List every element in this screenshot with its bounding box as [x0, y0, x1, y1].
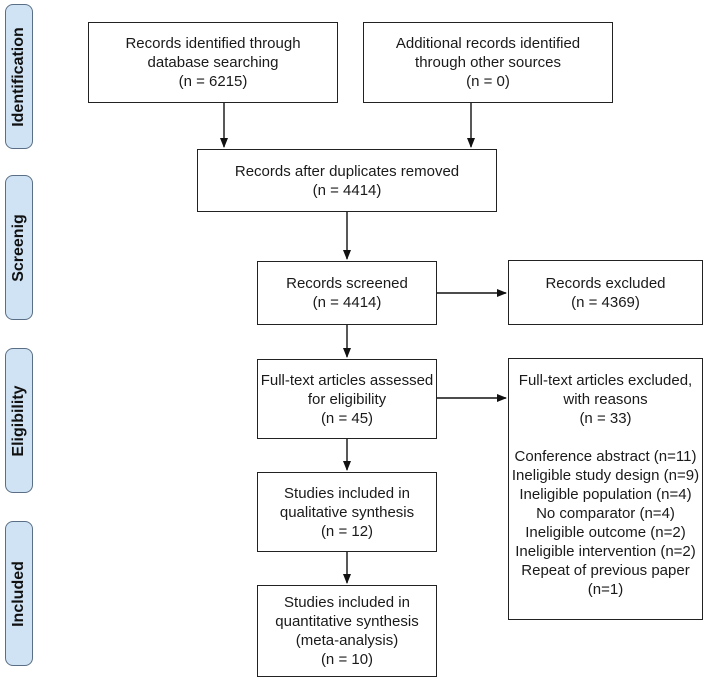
fulltext-excluded-line-2: with reasons: [563, 391, 648, 408]
box-quantitative-synthesis: Studies included in quantitative synthes…: [257, 585, 437, 677]
fulltext-assessed-line-1: Full-text articles assessed: [260, 371, 434, 389]
fulltext-assessed-line-2: for eligibility: [307, 390, 387, 408]
database-search-line-1: Records identified through: [125, 35, 301, 52]
stage-identification-label: Identification: [10, 26, 27, 127]
quantitative-line-4: (n = 10): [320, 651, 374, 668]
stage-included-label: Included: [10, 560, 27, 627]
fulltext-excluded-line-1: Full-text articles excluded,: [518, 372, 693, 389]
excluded-line-2: (n = 4369): [571, 293, 640, 311]
stage-included: Included: [5, 521, 33, 666]
box-fulltext-assessed: Full-text articles assessed for eligibil…: [257, 359, 437, 439]
other-sources-line-1: Additional records identified: [395, 35, 581, 52]
stage-screening-label: Screenig: [10, 213, 27, 282]
reason-repeat-paper: Repeat of previous paper: [521, 562, 690, 579]
quantitative-line-3: (meta-analysis): [295, 632, 399, 649]
box-fulltext-excluded: Full-text articles excluded, with reason…: [508, 358, 703, 620]
stage-eligibility-label: Eligibility: [10, 384, 27, 457]
stage-eligibility: Eligibility: [5, 348, 33, 493]
screened-line-2: (n = 4414): [312, 294, 382, 311]
fulltext-excluded-line-3: (n = 33): [579, 410, 632, 427]
reason-conference-abstract: Conference abstract (n=11): [514, 448, 697, 465]
screened-line-1: Records screened: [286, 275, 408, 292]
qualitative-line-1: Studies included in: [284, 484, 410, 502]
stage-screening: Screenig: [5, 175, 33, 320]
quantitative-line-2: quantitative synthesis: [275, 613, 419, 630]
fulltext-assessed-line-3: (n = 45): [320, 409, 374, 427]
after-duplicates-line-2: (n = 4414): [312, 181, 382, 199]
after-duplicates-line-1: Records after duplicates removed: [234, 162, 460, 180]
database-search-line-3: (n = 6215): [178, 73, 248, 90]
reason-intervention: Ineligible intervention (n=2): [515, 543, 696, 560]
excluded-line-1: Records excluded: [545, 274, 666, 292]
box-database-search: Records identified through database sear…: [88, 22, 338, 103]
qualitative-line-2: qualitative synthesis: [279, 503, 415, 521]
box-after-duplicates: Records after duplicates removed (n = 44…: [197, 149, 497, 212]
database-search-line-2: database searching: [147, 54, 279, 71]
stage-identification: Identification: [5, 4, 33, 149]
box-other-sources: Additional records identified through ot…: [363, 22, 613, 103]
reason-study-design: Ineligible study design (n=9): [511, 467, 700, 484]
reason-outcome: Ineligible outcome (n=2): [525, 524, 686, 541]
box-qualitative-synthesis: Studies included in qualitative synthesi…: [257, 472, 437, 552]
quantitative-line-1: Studies included in: [284, 594, 410, 611]
other-sources-line-2: through other sources: [415, 54, 561, 71]
other-sources-line-3: (n = 0): [466, 73, 510, 90]
reason-no-comparator: No comparator (n=4): [536, 505, 675, 522]
qualitative-line-3: (n = 12): [320, 522, 374, 540]
box-records-screened: Records screened (n = 4414): [257, 261, 437, 325]
box-records-excluded: Records excluded (n = 4369): [508, 260, 703, 325]
reason-population: Ineligible population (n=4): [519, 486, 692, 503]
reason-repeat-paper-count: (n=1): [587, 581, 624, 598]
